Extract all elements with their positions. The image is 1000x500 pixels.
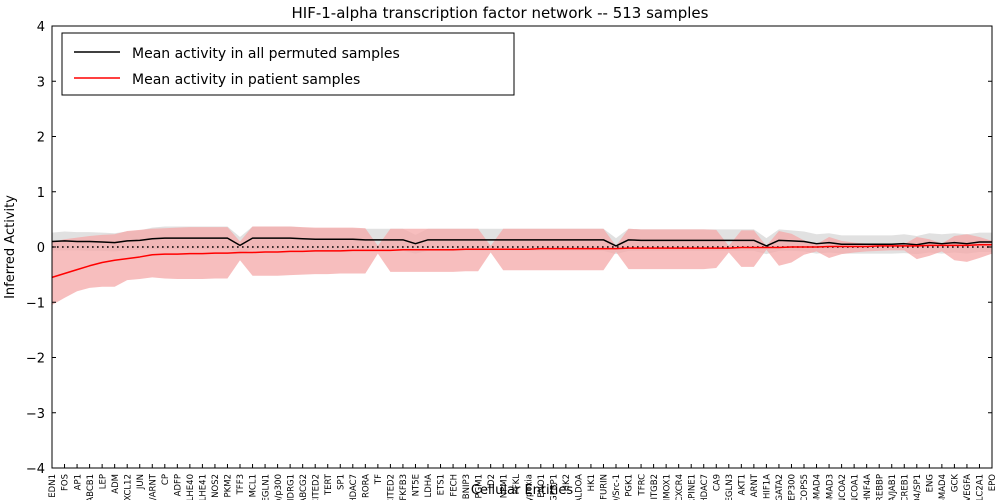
x-tick-label: TFF3: [236, 474, 246, 495]
x-tick-label: SMAD4: [813, 474, 823, 500]
x-tick-label: COPS5: [800, 474, 810, 500]
x-tick-label: PGK1: [625, 474, 635, 497]
x-tick-label: LDHA: [424, 474, 434, 498]
x-tick-label: PGM1: [474, 474, 484, 498]
x-tick-label: SERPINE1: [687, 474, 697, 500]
x-tick-label: response to hypoxia: [524, 474, 534, 500]
x-tick-label: IGFBP1: [550, 474, 560, 500]
x-tick-label: HIF1A/ARNT/Cbp/p300: [274, 474, 284, 500]
x-tick-label: ENG: [926, 474, 936, 492]
y-tick-label: 1: [37, 186, 45, 201]
x-tick-label: HNF4A: [863, 474, 873, 500]
x-tick-label: SMAD3/SMAD4: [938, 474, 948, 500]
x-tick-label: AP1: [73, 474, 83, 490]
x-tick-label: FOS: [61, 474, 71, 491]
x-tick-label: HDAC7: [700, 474, 710, 500]
x-tick-label: ARNT: [750, 473, 760, 497]
x-tick-label: ABCB1: [86, 474, 96, 500]
x-tick-label: JUN: [136, 474, 146, 490]
x-axis-label: Cellular Entities: [471, 483, 573, 498]
legend-box: [61, 32, 515, 96]
series-lines: [51, 237, 992, 279]
x-tick-label: GCK: [951, 474, 961, 493]
x-tick-label: EGLN1: [261, 474, 271, 500]
x-tick-label: GATA2: [775, 474, 785, 500]
x-tick-label: EP300: [788, 474, 798, 500]
x-tick-label: HIF1A/JAB1: [888, 474, 898, 500]
x-tick-label: HMOX1: [662, 474, 672, 500]
x-tick-label: EGLN3: [725, 474, 735, 500]
x-tick-label: PFKL: [512, 474, 522, 495]
x-tick-label: ADFP: [174, 474, 184, 496]
x-tick-label: ENO1: [537, 474, 547, 498]
y-tick-label: 2: [37, 131, 45, 146]
x-tick-label: NPM1: [499, 474, 509, 498]
x-tick-label: TF: [374, 474, 384, 485]
y-axis-label: Inferred Activity: [3, 195, 18, 299]
x-tick-label: ETS1: [437, 474, 447, 495]
x-tick-label: AKT1: [738, 474, 748, 495]
x-tick-label: SP1: [336, 474, 346, 490]
x-tick-label: FURIN: [600, 474, 610, 500]
chart-legend[interactable]: Mean activity in all permuted samplesMea…: [61, 32, 515, 96]
x-tick-label: EPO: [988, 474, 998, 491]
x-tick-label: PKM2: [224, 474, 234, 497]
x-tick-label: MCL1: [249, 474, 259, 497]
x-tick-label: NT5E: [412, 474, 422, 496]
y-tick-label: −1: [26, 296, 45, 311]
x-tick-label: BHLHE40: [186, 474, 196, 500]
y-tick-label: 0: [37, 241, 45, 256]
x-tick-label: NOS2: [211, 474, 221, 498]
band-patient: [52, 226, 992, 306]
x-tick-label: HIF1A/ARNT/Cbp/p300/Src-1: [612, 474, 622, 500]
y-tick-label: 3: [37, 75, 45, 90]
y-axis-ticks: −4 −3 −2 −1 0 1 2 3 4: [26, 20, 992, 477]
x-tick-label: SLC2A1: [976, 474, 986, 500]
y-tick-label: 4: [37, 20, 45, 35]
x-tick-label: CITED2: [387, 474, 397, 500]
x-tick-label: NCOA2: [838, 474, 848, 500]
x-tick-label: HIF1A/ARNT/SMAD3/SMAD4/SP1: [913, 474, 923, 500]
legend-label-1[interactable]: Mean activity in patient samples: [132, 72, 360, 88]
x-tick-label: TFRC: [637, 474, 647, 497]
x-tick-label: Cbp/p300/CITED2: [311, 474, 321, 500]
chart-title: HIF-1-alpha transcription factor network…: [292, 4, 709, 22]
x-tick-label: CXCR4: [675, 474, 685, 500]
x-tick-label: ALDOA: [575, 474, 585, 500]
x-tick-label: PFKFB3: [399, 474, 409, 500]
x-tick-label: HIF1A/ARNT: [148, 473, 158, 500]
x-tick-label: SMAD3: [825, 474, 835, 500]
x-tick-label: CREBBP: [875, 474, 885, 500]
y-tick-label: −2: [26, 352, 45, 367]
x-tick-label: HK1: [587, 474, 597, 491]
x-tick-label: RORA: [362, 474, 372, 498]
x-tick-label: VEGFA: [963, 474, 973, 500]
x-tick-label: NDRG1: [286, 474, 296, 500]
x-tick-label: NCOA1: [850, 474, 860, 500]
x-tick-label: BNIP3: [462, 474, 472, 499]
x-tick-label: FECH: [449, 474, 459, 497]
x-tick-label: HIF1A/ARNT/Cbp/p300/HDAC7: [349, 474, 359, 500]
legend-label-0[interactable]: Mean activity in all permuted samples: [132, 46, 400, 62]
x-tick-label: CP: [161, 474, 171, 485]
x-tick-label: ID2: [487, 474, 497, 488]
x-tick-label: ABCG2: [299, 474, 309, 500]
x-tick-label: CREB1: [900, 474, 910, 500]
y-tick-label: −4: [26, 462, 45, 477]
x-tick-label: TERT: [324, 473, 334, 496]
x-tick-label: LEP: [98, 474, 108, 489]
y-tick-label: −3: [26, 407, 45, 422]
x-tick-label: ITGB2: [650, 474, 660, 500]
x-tick-label: BHLHE41: [199, 474, 209, 500]
x-tick-label: ADM: [111, 474, 121, 494]
line-patient: [51, 244, 992, 279]
x-tick-label: HIF1A: [763, 474, 773, 499]
line-permuted: [51, 237, 992, 247]
x-tick-label: EDN1: [48, 474, 58, 498]
x-tick-label: CXCL12: [123, 474, 133, 500]
x-tick-label: CA9: [712, 474, 722, 491]
x-tick-label: HK2: [562, 474, 572, 491]
